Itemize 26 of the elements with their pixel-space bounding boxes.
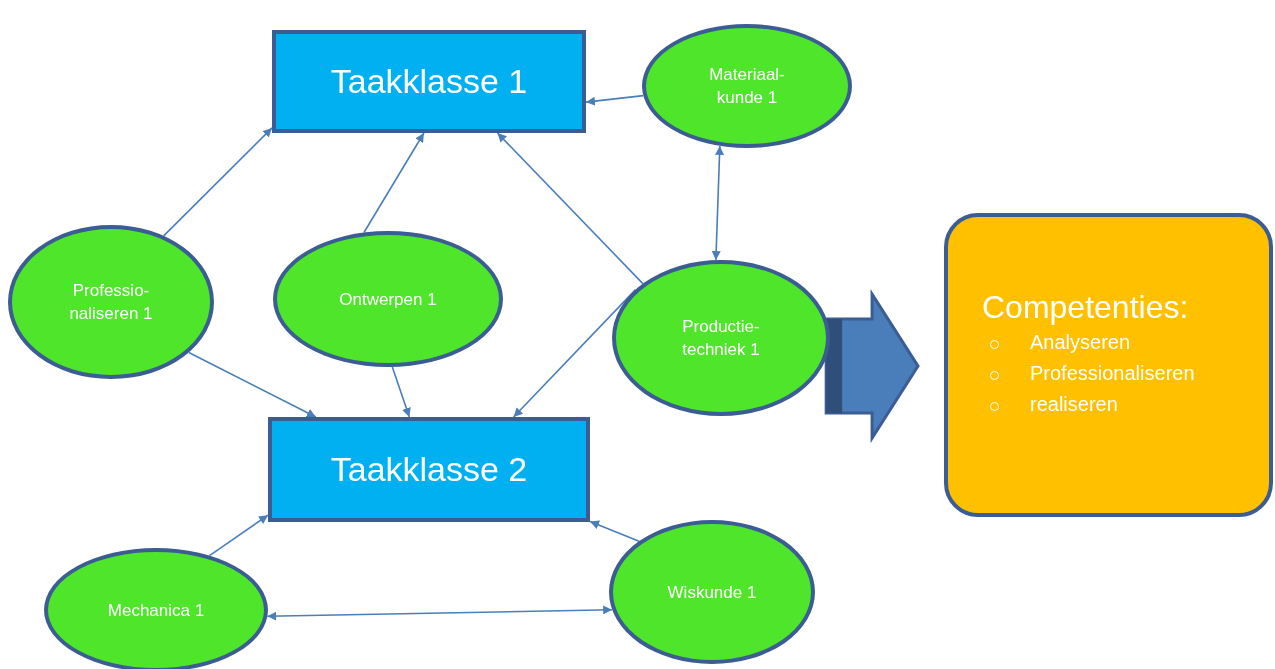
arrow	[208, 514, 269, 557]
block-arrow	[824, 288, 920, 444]
list-item: Professionaliseren	[1030, 362, 1195, 385]
node-label: Mechanica 1	[106, 599, 206, 622]
node-label: Ontwerpen 1	[338, 288, 438, 311]
arrow	[589, 520, 640, 542]
node-label: Wiskunde 1	[666, 581, 758, 604]
task-box	[268, 417, 590, 522]
arrow	[711, 145, 725, 261]
arrow	[363, 132, 425, 234]
node-label: Materiaal- kunde 1	[708, 64, 786, 109]
arrow	[162, 127, 273, 237]
card-heading: Competenties:	[982, 289, 1190, 325]
arrow	[188, 351, 317, 418]
node-label: Professio- naliseren 1	[68, 280, 154, 325]
competency-card	[944, 213, 1273, 517]
arrow	[391, 366, 411, 418]
task-box	[272, 30, 586, 133]
node-label: Productie- techniek 1	[681, 316, 761, 361]
arrow	[266, 605, 613, 621]
arrow	[496, 132, 644, 285]
box-title: Taakklasse 1	[330, 62, 528, 101]
list-item: Analyseren	[1030, 331, 1131, 354]
arrow	[512, 288, 637, 418]
box-title: Taakklasse 2	[330, 450, 528, 489]
list-item: realiseren	[1030, 393, 1118, 416]
